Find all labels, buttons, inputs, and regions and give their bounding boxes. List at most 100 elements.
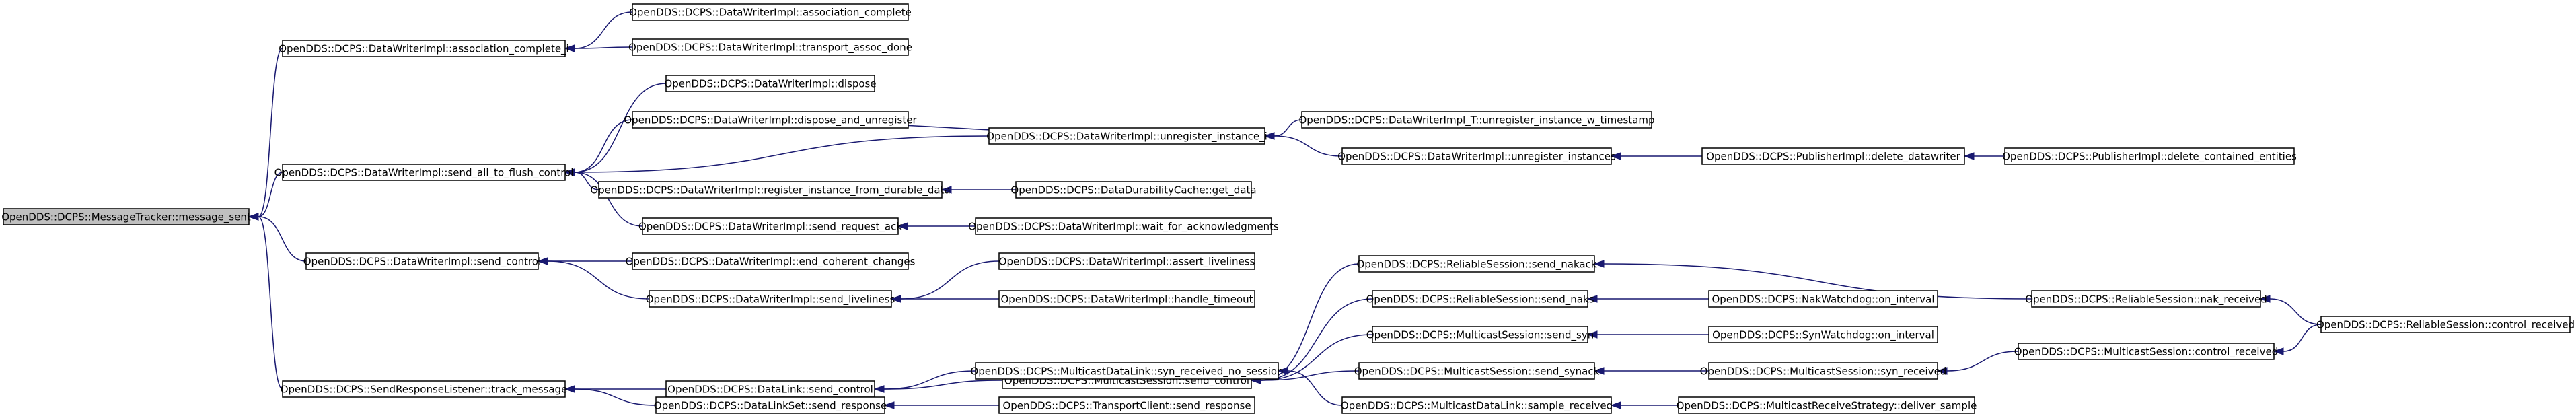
graph-node-box[interactable] — [1358, 255, 1595, 273]
graph-node[interactable]: OpenDDS::DCPS::MulticastDataLink::sample… — [1341, 396, 1613, 414]
graph-node-box[interactable] — [1708, 326, 1938, 343]
graph-node-box[interactable] — [642, 217, 899, 235]
graph-node-label[interactable]: OpenDDS::DCPS::DataWriterImpl::associati… — [279, 43, 568, 56]
graph-node-box[interactable] — [1341, 147, 1612, 165]
graph-node-box[interactable] — [1708, 290, 1938, 308]
graph-node[interactable]: OpenDDS::DCPS::MessageTracker::message_s… — [1, 208, 251, 225]
graph-node-box[interactable] — [988, 127, 1265, 145]
graph-node[interactable]: OpenDDS::DCPS::MulticastSession::send_sy… — [1366, 326, 1594, 343]
graph-node[interactable]: OpenDDS::DCPS::MulticastSession::syn_rec… — [1700, 362, 1947, 380]
graph-node[interactable]: OpenDDS::DCPS::DataWriterImpl::send_live… — [646, 290, 895, 308]
graph-node-label[interactable]: OpenDDS::DCPS::NakWatchdog::on_interval — [1712, 293, 1935, 306]
graph-node-label[interactable]: OpenDDS::DCPS::ReliableSession::send_nak… — [1356, 258, 1596, 271]
graph-node[interactable]: OpenDDS::DCPS::SendResponseListener::tra… — [281, 380, 568, 398]
graph-node-box[interactable] — [1701, 147, 1965, 165]
graph-node-label[interactable]: OpenDDS::DCPS::MulticastDataLink::syn_re… — [970, 365, 1283, 378]
graph-node-label[interactable]: OpenDDS::DCPS::DataWriterImpl::end_coher… — [626, 256, 916, 269]
graph-node-box[interactable] — [305, 252, 539, 270]
graph-node[interactable]: OpenDDS::DCPS::SynWatchdog::on_interval — [1708, 326, 1938, 343]
graph-node-box[interactable] — [282, 380, 566, 398]
graph-node-label[interactable]: OpenDDS::DCPS::MulticastSession::send_sy… — [1354, 365, 1600, 378]
graph-node-box[interactable] — [1301, 111, 1652, 129]
graph-node-label[interactable]: OpenDDS::DCPS::ReliableSession::control_… — [2316, 319, 2575, 332]
graph-node-box[interactable] — [1372, 326, 1588, 343]
graph-node-label[interactable]: OpenDDS::DCPS::DataWriterImpl::associati… — [629, 7, 912, 20]
graph-node-label[interactable]: OpenDDS::DCPS::DataWriterImpl::dispose — [664, 78, 876, 90]
graph-node-label[interactable]: OpenDDS::DCPS::SynWatchdog::on_interval — [1712, 329, 1934, 342]
graph-node-label[interactable]: OpenDDS::DCPS::DataWriterImpl::unregiste… — [986, 131, 1267, 143]
graph-node-box[interactable] — [665, 75, 875, 92]
graph-node-label[interactable]: OpenDDS::DCPS::DataDurabilityCache::get_… — [1010, 184, 1256, 197]
graph-node[interactable]: OpenDDS::DCPS::MulticastSession::control… — [2014, 343, 2278, 360]
graph-node-label[interactable]: OpenDDS::DCPS::MulticastSession::control… — [2014, 346, 2278, 359]
graph-node[interactable]: OpenDDS::DCPS::DataWriterImpl::send_cont… — [303, 252, 541, 270]
graph-node[interactable]: OpenDDS::DCPS::MulticastDataLink::syn_re… — [970, 362, 1284, 380]
graph-node-box[interactable] — [632, 38, 909, 56]
graph-node[interactable]: OpenDDS::DCPS::DataDurabilityCache::get_… — [1010, 181, 1257, 199]
graph-node-box[interactable] — [282, 164, 566, 181]
graph-node[interactable]: OpenDDS::DCPS::DataWriterImpl::handle_ti… — [998, 290, 1255, 308]
graph-node[interactable]: OpenDDS::DCPS::ReliableSession::send_nak… — [1366, 290, 1594, 308]
graph-node[interactable]: OpenDDS::DCPS::DataWriterImpl::wait_for_… — [968, 217, 1279, 235]
graph-node-box[interactable] — [649, 290, 892, 308]
graph-node-label[interactable]: OpenDDS::DCPS::DataWriterImpl_T::unregis… — [1298, 114, 1654, 127]
graph-node-label[interactable]: OpenDDS::DCPS::DataLink::send_control — [667, 384, 873, 396]
graph-node-box[interactable] — [282, 40, 566, 57]
graph-node[interactable]: OpenDDS::DCPS::DataWriterImpl_T::unregis… — [1298, 111, 1655, 129]
graph-node[interactable]: OpenDDS::DCPS::DataWriterImpl::transport… — [628, 38, 912, 56]
graph-node-label[interactable]: OpenDDS::DCPS::DataWriterImpl::transport… — [628, 42, 912, 55]
graph-node[interactable]: OpenDDS::DCPS::ReliableSession::control_… — [2316, 316, 2575, 333]
graph-node-label[interactable]: OpenDDS::DCPS::MulticastDataLink::sample… — [1341, 400, 1613, 413]
graph-node-box[interactable] — [632, 252, 909, 270]
graph-node-label[interactable]: OpenDDS::DCPS::DataWriterImpl::register_… — [590, 184, 950, 197]
graph-node-box[interactable] — [655, 396, 885, 414]
graph-node[interactable]: OpenDDS::DCPS::DataWriterImpl::end_coher… — [626, 252, 916, 270]
graph-node-label[interactable]: OpenDDS::DCPS::ReliableSession::send_nak… — [1366, 293, 1594, 306]
graph-node-label[interactable]: OpenDDS::DCPS::ReliableSession::nak_rece… — [2025, 293, 2267, 306]
graph-node[interactable]: OpenDDS::DCPS::NakWatchdog::on_interval — [1708, 290, 1938, 308]
graph-node[interactable]: OpenDDS::DCPS::ReliableSession::send_nak… — [1356, 255, 1597, 273]
graph-node-label[interactable]: OpenDDS::DCPS::DataLinkSet::send_respons… — [654, 400, 887, 413]
graph-node-label[interactable]: OpenDDS::DCPS::DataWriterImpl::handle_ti… — [1001, 293, 1253, 306]
graph-node[interactable]: OpenDDS::DCPS::MulticastReceiveStrategy:… — [1677, 396, 1977, 414]
graph-node-label[interactable]: OpenDDS::DCPS::DataWriterImpl::unregiste… — [1337, 151, 1616, 164]
graph-node-label[interactable]: OpenDDS::DCPS::MessageTracker::message_s… — [1, 211, 251, 224]
graph-node[interactable]: OpenDDS::DCPS::DataWriterImpl::register_… — [590, 181, 951, 199]
graph-node[interactable]: OpenDDS::DCPS::DataLink::send_control — [665, 380, 875, 398]
graph-node[interactable]: OpenDDS::DCPS::DataLinkSet::send_respons… — [654, 396, 887, 414]
graph-node-label[interactable]: OpenDDS::DCPS::DataWriterImpl::send_requ… — [638, 221, 902, 234]
graph-node[interactable]: OpenDDS::DCPS::DataWriterImpl::unregiste… — [1337, 147, 1616, 165]
graph-node-box[interactable] — [2018, 343, 2275, 360]
graph-node-box[interactable] — [1708, 362, 1938, 380]
graph-node-label[interactable]: OpenDDS::DCPS::DataWriterImpl::wait_for_… — [968, 221, 1279, 234]
graph-node[interactable]: OpenDDS::DCPS::DataWriterImpl::send_requ… — [638, 217, 902, 235]
graph-node-box[interactable] — [998, 252, 1255, 270]
graph-node[interactable]: OpenDDS::DCPS::DataWriterImpl::send_all_… — [274, 164, 574, 181]
graph-node-box[interactable] — [975, 217, 1272, 235]
graph-node-box[interactable] — [2031, 290, 2261, 308]
graph-node[interactable]: OpenDDS::DCPS::TransportClient::send_res… — [998, 396, 1255, 414]
graph-node-box[interactable] — [998, 290, 1255, 308]
graph-node-label[interactable]: OpenDDS::DCPS::DataWriterImpl::send_live… — [646, 293, 895, 306]
graph-node-box[interactable] — [632, 111, 909, 129]
graph-node-label[interactable]: OpenDDS::DCPS::DataWriterImpl::send_cont… — [303, 256, 541, 269]
graph-node[interactable]: OpenDDS::DCPS::DataWriterImpl::unregiste… — [986, 127, 1267, 145]
graph-node[interactable]: OpenDDS::DCPS::MulticastSession::send_sy… — [1354, 362, 1600, 380]
graph-node-box[interactable] — [2004, 147, 2295, 165]
graph-node-label[interactable]: OpenDDS::DCPS::PublisherImpl::delete_dat… — [1706, 151, 1960, 164]
graph-node-box[interactable] — [1341, 396, 1612, 414]
graph-node[interactable]: OpenDDS::DCPS::DataWriterImpl::associati… — [629, 3, 912, 21]
graph-node-box[interactable] — [1015, 181, 1252, 199]
graph-node-box[interactable] — [598, 181, 943, 199]
graph-node-label[interactable]: OpenDDS::DCPS::DataWriterImpl::assert_li… — [999, 256, 1255, 269]
graph-node[interactable]: OpenDDS::DCPS::DataWriterImpl::associati… — [279, 40, 569, 57]
graph-node[interactable]: OpenDDS::DCPS::PublisherImpl::delete_con… — [2002, 147, 2297, 165]
graph-node-label[interactable]: OpenDDS::DCPS::TransportClient::send_res… — [1002, 400, 1251, 413]
graph-node[interactable]: OpenDDS::DCPS::PublisherImpl::delete_dat… — [1701, 147, 1965, 165]
graph-node-box[interactable] — [632, 3, 909, 21]
graph-node[interactable]: OpenDDS::DCPS::DataWriterImpl::dispose — [664, 75, 877, 92]
graph-node-label[interactable]: OpenDDS::DCPS::MulticastSession::syn_rec… — [1700, 365, 1947, 378]
graph-node-label[interactable]: OpenDDS::DCPS::SendResponseListener::tra… — [281, 384, 568, 396]
graph-node-box[interactable] — [1358, 362, 1595, 380]
graph-node-box[interactable] — [2320, 316, 2571, 333]
